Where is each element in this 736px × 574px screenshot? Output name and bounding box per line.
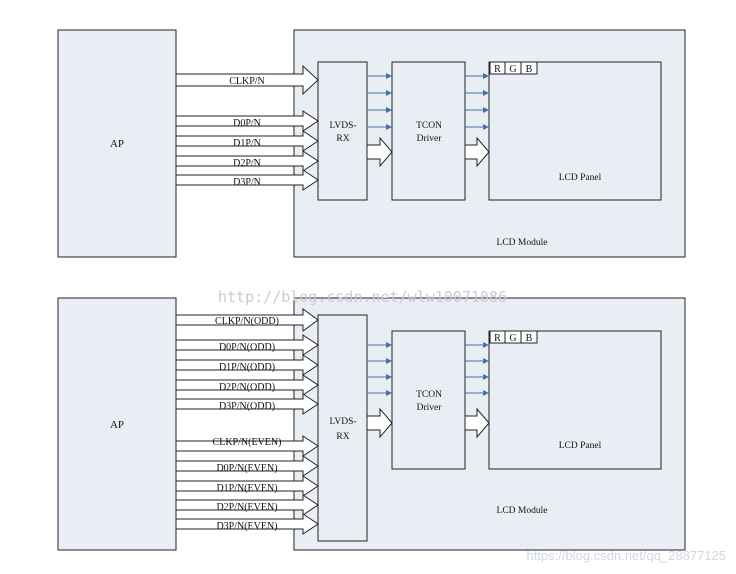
lcd-panel-label: LCD Panel [559,173,602,183]
signal-labels: CLKP/N(ODD) D0P/N(ODD) D1P/N(ODD) D2P/N(… [213,316,282,532]
subpixel-b [520,61,538,75]
signal-label-clk-odd: CLKP/N(ODD) [215,316,279,327]
lvds-label-line2: RX [336,432,349,442]
rgb-subpixels: R G B [489,330,538,344]
subpixel-b [520,330,538,344]
tcon-driver-block [391,330,466,470]
signal-label-d1: D1P/N [233,138,261,149]
signal-label-d3: D3P/N [233,177,261,188]
subpixel-r-label: R [494,333,501,344]
subpixel-g-label: G [509,333,516,344]
signal-label-clk: CLKP/N [229,76,265,87]
lvds-label-line2: RX [336,134,349,144]
signal-label-d0-even: D0P/N(EVEN) [216,463,277,474]
ap-label: AP [110,138,124,150]
tcon-to-panel-wide-arrow [464,407,490,439]
signal-arrow-d0 [175,110,319,132]
tcon-label-line2: Driver [417,403,443,413]
ap-block [57,297,177,551]
signal-arrows [175,64,319,191]
small-arrow-7 [483,107,489,113]
tcon-to-panel-arrows [465,342,489,396]
signal-arrow-d2-odd [175,374,319,396]
lcd-panel-block [488,61,662,201]
small-arrow-6 [483,90,489,96]
small-arrow-2 [386,358,392,364]
lvds-rx-block [317,61,368,201]
small-arrow-2 [386,90,392,96]
signal-label-d1-even: D1P/N(EVEN) [216,483,277,494]
diagram-2: AP LCD Module LVDS- RX TCON Driver LCD P… [57,297,686,551]
signal-arrow-d2 [175,150,319,172]
signal-labels: CLKP/N D0P/N D1P/N D2P/N D3P/N [229,76,265,188]
tcon-to-panel-wide-arrow [464,136,490,168]
signal-label-d2: D2P/N [233,158,261,169]
signal-label-d3-odd: D3P/N(ODD) [219,401,275,412]
lvds-rx-block [317,314,368,542]
ap-label: AP [110,419,124,431]
signal-label-d0-odd: D0P/N(ODD) [219,342,275,353]
signal-arrow-d2-even [175,494,319,516]
lvds-to-tcon-arrows [367,342,392,396]
rgb-subpixels: R G B [489,61,538,75]
lvds-label-line1: LVDS- [329,121,356,131]
small-arrow-3 [386,107,392,113]
signal-arrow-d3-odd [175,393,319,415]
signal-label-d0: D0P/N [233,118,261,129]
lcd-module-label: LCD Module [497,506,548,516]
small-arrow-8 [483,124,489,130]
subpixel-r-label: R [494,64,501,75]
tcon-label-line2: Driver [417,134,443,144]
small-arrow-1 [386,342,392,348]
lcd-module-label: LCD Module [497,238,548,248]
small-arrow-6 [483,358,489,364]
lvds-to-tcon-wide-arrow [366,136,393,168]
lcd-panel-block [488,330,662,470]
signal-label-d2-even: D2P/N(EVEN) [216,502,277,513]
signal-arrow-d0-even [175,455,319,477]
small-arrow-8 [483,390,489,396]
subpixel-b-label: B [526,64,533,75]
small-arrow-1 [386,73,392,79]
signal-arrow-clk [175,64,319,96]
ap-block [57,29,177,258]
tcon-to-panel-arrows [465,73,489,130]
signal-label-d3-even: D3P/N(EVEN) [216,521,277,532]
tcon-driver-block [391,61,466,201]
watermark-center: http://blog.csdn.net/wlw10071086 [218,288,507,306]
signal-arrow-d3 [175,169,319,191]
tcon-label-line1: TCON [416,121,442,131]
small-arrow-3 [386,374,392,380]
tcon-label-line1: TCON [416,390,442,400]
small-arrow-5 [483,342,489,348]
lvds-to-tcon-wide-arrow [366,407,393,439]
small-arrow-4 [386,124,392,130]
signal-arrow-clk-even [175,435,319,457]
signal-label-d2-odd: D2P/N(ODD) [219,382,275,393]
signal-arrow-d1-odd [175,354,319,376]
signal-label-clk-even: CLKP/N(EVEN) [213,437,282,448]
signal-arrow-d3-even [175,513,319,535]
small-arrow-4 [386,390,392,396]
signal-arrows [175,308,319,535]
small-arrow-7 [483,374,489,380]
small-arrow-5 [483,73,489,79]
subpixel-g-label: G [509,64,516,75]
signal-arrow-d1-even [175,475,319,497]
lcd-panel-label: LCD Panel [559,441,602,451]
subpixel-b-label: B [526,333,533,344]
diagram-1: AP LCD Module LVDS- RX TCON Driver LCD P… [57,29,686,258]
lvds-to-tcon-arrows [367,73,392,130]
watermark-corner: https://blog.csdn.net/qq_28877125 [527,548,727,563]
signal-arrow-d0-odd [175,334,319,356]
signal-arrow-clk-odd [175,308,319,332]
signal-label-d1-odd: D1P/N(ODD) [219,362,275,373]
signal-arrow-d1 [175,130,319,152]
lvds-label-line1: LVDS- [329,417,356,427]
